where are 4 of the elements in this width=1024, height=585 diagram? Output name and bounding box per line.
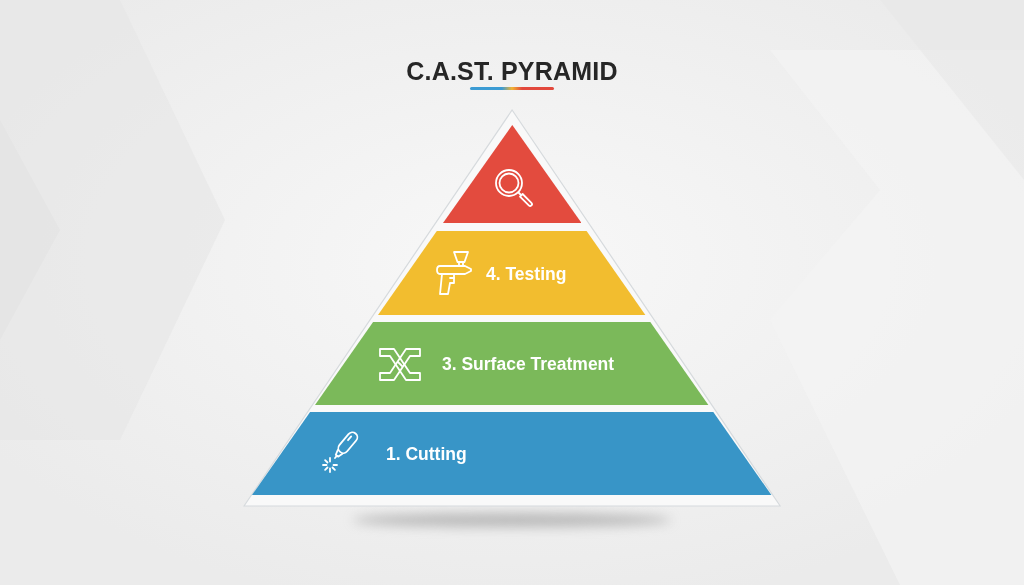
diagram-title: C.A.ST. PYRAMID <box>406 56 618 86</box>
tier-label: 3. Surface Treatment <box>442 353 615 375</box>
tier-label: 4. Testing <box>486 263 567 285</box>
tier-label: 1. Cutting <box>386 443 467 465</box>
